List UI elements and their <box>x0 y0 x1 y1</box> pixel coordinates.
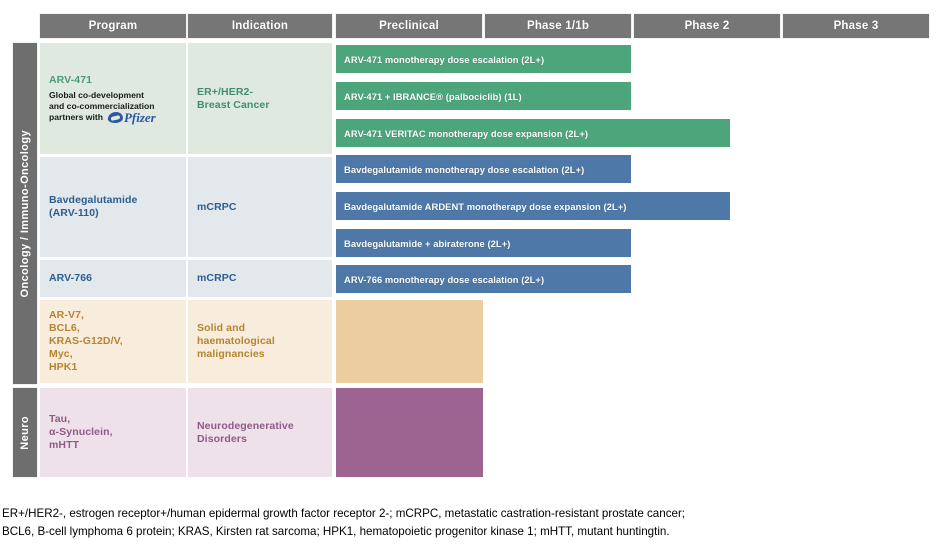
indication-cell-mcrpc-bavdeg: mCRPC <box>187 156 333 258</box>
program-target-bcl6: BCL6, <box>49 322 80 334</box>
indication-cell-mcrpc-arv766: mCRPC <box>187 259 333 298</box>
program-target-kras: KRAS-G12D/V, <box>49 335 123 347</box>
pipeline-bar-label: ARV-471 + IBRANCE® (palbociclib) (1L) <box>344 90 522 102</box>
pipeline-bar-bavdeg-abiraterone: Bavdegalutamide + abiraterone (2L+) <box>335 228 632 258</box>
pfizer-logo: Pfizer <box>107 110 156 125</box>
program-name-arv471: ARV-471 <box>49 74 93 86</box>
pipeline-bar-label: Bavdegalutamide ARDENT monotherapy dose … <box>344 200 627 212</box>
program-name-bavdegalutamide: Bavdegalutamide <box>49 194 138 206</box>
indication-mcrpc-2: mCRPC <box>197 272 237 284</box>
column-header-preclinical-label: Preclinical <box>379 20 439 32</box>
program-cell-arv471: ARV-471 Global co-development and co-com… <box>39 42 187 155</box>
indication-breast-line2: Breast Cancer <box>197 98 270 111</box>
area-label-oncology: Oncology / Immuno-Oncology <box>12 42 38 385</box>
column-header-program: Program <box>39 13 187 39</box>
column-header-indication: Indication <box>187 13 333 39</box>
column-header-phase3-label: Phase 3 <box>833 20 879 32</box>
pipeline-bar-preclinical-neuro <box>335 387 484 478</box>
indication-mcrpc-1: mCRPC <box>197 200 237 213</box>
pipeline-bar-arv766-mono-escalation: ARV-766 monotherapy dose escalation (2L+… <box>335 264 632 294</box>
program-target-hpk1: HPK1 <box>49 361 78 373</box>
pipeline-bar-bavdeg-mono-escalation: Bavdegalutamide monotherapy dose escalat… <box>335 154 632 184</box>
indication-neuro-line1: Neurodegenerative <box>197 419 294 432</box>
program-target-synuclein: α-Synuclein, <box>49 426 113 438</box>
column-header-phase1: Phase 1/1b <box>484 13 632 39</box>
column-header-indication-label: Indication <box>231 20 289 32</box>
program-note-arv471: Global co-development and co-commerciali… <box>49 90 177 125</box>
indication-cell-neurodegenerative: Neurodegenerative Disorders <box>187 387 333 478</box>
indication-cell-breast-cancer: ER+/HER2- Breast Cancer <box>187 42 333 155</box>
program-code-arv110: (ARV-110) <box>49 207 99 219</box>
pipeline-bar-preclinical-oncology <box>335 299 484 384</box>
footnote: ER+/HER2-, estrogen receptor+/human epid… <box>2 505 932 541</box>
area-label-oncology-text: Oncology / Immuno-Oncology <box>19 129 31 298</box>
column-header-phase2: Phase 2 <box>633 13 781 39</box>
pfizer-mark-icon <box>107 112 124 123</box>
indication-breast-line1: ER+/HER2- <box>197 85 254 98</box>
pipeline-bar-label: ARV-766 monotherapy dose escalation (2L+… <box>344 273 545 285</box>
pipeline-bar-arv471-ibrance: ARV-471 + IBRANCE® (palbociclib) (1L) <box>335 81 632 111</box>
column-header-preclinical: Preclinical <box>335 13 483 39</box>
indication-solid-line3: malignancies <box>197 348 265 360</box>
pipeline-bar-label: Bavdegalutamide monotherapy dose escalat… <box>344 163 585 175</box>
column-header-program-label: Program <box>88 20 138 32</box>
program-target-tau: Tau, <box>49 413 71 425</box>
program-cell-arv766: ARV-766 <box>39 259 187 298</box>
program-name-arv766: ARV-766 <box>49 272 93 284</box>
indication-solid-line1: Solid and <box>197 322 246 334</box>
program-cell-neuro: Tau, α-Synuclein, mHTT <box>39 387 187 478</box>
program-target-myc: Myc, <box>49 348 73 360</box>
indication-cell-solid-haematological: Solid and haematological malignancies <box>187 299 333 384</box>
pipeline-bar-bavdeg-ardent: Bavdegalutamide ARDENT monotherapy dose … <box>335 191 731 221</box>
column-header-phase3: Phase 3 <box>782 13 930 39</box>
indication-neuro-line2: Disorders <box>197 432 247 445</box>
program-note-line3: partners with <box>49 112 103 122</box>
pfizer-wordmark: Pfizer <box>123 110 156 125</box>
program-note-line1: Global co-development <box>49 90 145 100</box>
program-cell-preclinical-oncology: AR-V7, BCL6, KRAS-G12D/V, Myc, HPK1 <box>39 299 187 384</box>
column-header-phase1-label: Phase 1/1b <box>526 20 590 32</box>
footnote-line2: BCL6, B-cell lymphoma 6 protein; KRAS, K… <box>2 525 670 538</box>
pipeline-bar-label: ARV-471 monotherapy dose escalation (2L+… <box>344 53 545 65</box>
program-target-arv7: AR-V7, <box>49 309 85 321</box>
pipeline-bar-arv471-mono-escalation: ARV-471 monotherapy dose escalation (2L+… <box>335 44 632 74</box>
program-target-mhtt: mHTT <box>49 439 80 451</box>
pipeline-bar-label: Bavdegalutamide + abiraterone (2L+) <box>344 237 511 249</box>
pipeline-bar-label: ARV-471 VERITAC monotherapy dose expansi… <box>344 127 589 139</box>
program-note-line2: and co-commercialization <box>49 101 155 111</box>
indication-solid-line2: haematological <box>197 335 275 347</box>
footnote-line1: ER+/HER2-, estrogen receptor+/human epid… <box>2 507 686 520</box>
program-cell-bavdegalutamide: Bavdegalutamide (ARV-110) <box>39 156 187 258</box>
pipeline-bar-arv471-veritac: ARV-471 VERITAC monotherapy dose expansi… <box>335 118 731 148</box>
column-header-phase2-label: Phase 2 <box>684 20 730 32</box>
area-label-neuro: Neuro <box>12 387 38 478</box>
area-label-neuro-text: Neuro <box>19 415 31 450</box>
